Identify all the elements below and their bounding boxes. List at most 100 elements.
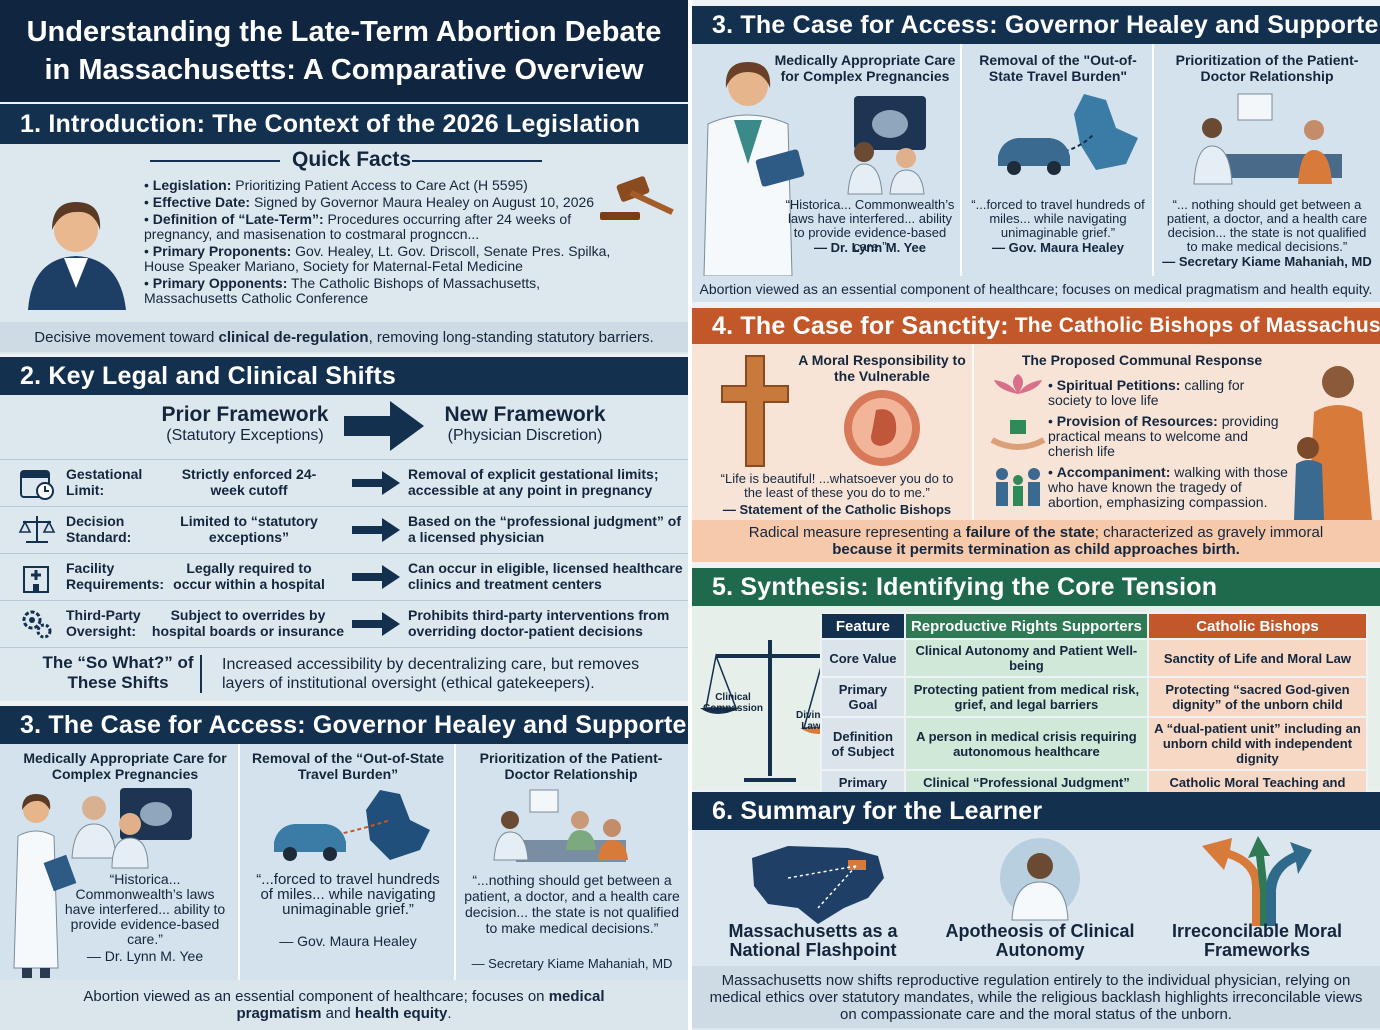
row-label: Third-Party Oversight: xyxy=(66,607,141,639)
diverging-arrows-icon xyxy=(1202,836,1312,926)
section-3-right-panel: Medically Appropriate Care for Complex P… xyxy=(692,44,1380,277)
fact-item: • Definition of “Late-Term”: Procedures … xyxy=(144,211,572,242)
response-list: • Spiritual Petitions: calling for socie… xyxy=(1048,378,1288,510)
fact-item: • Primary Proponents: Gov. Healey, Lt. G… xyxy=(144,243,611,274)
col-quote: “Historica... Commonwealth’s laws have i… xyxy=(785,197,955,254)
col-quote: “... nothing should get between a patien… xyxy=(1166,197,1368,254)
col-author: — Dr. Lynn M. Yee xyxy=(86,948,204,964)
col-title: Medically Appropriate Care for Complex P… xyxy=(774,52,956,84)
row-new: Can occur in eligible, licensed healthca… xyxy=(408,560,683,592)
section-1-heading: 1. Introduction: The Context of the 2026… xyxy=(0,104,688,144)
section-3-right-banner: Abortion viewed as an essential componen… xyxy=(692,276,1380,302)
arrow-icon xyxy=(352,471,400,495)
section-2-heading: 2. Key Legal and Clinical Shifts xyxy=(0,357,688,395)
hands-gift-icon xyxy=(990,420,1046,450)
summary-item: Irreconcilable Moral Frameworks xyxy=(1171,921,1343,960)
arrow-icon xyxy=(352,612,400,636)
father-child-icon xyxy=(1294,366,1372,520)
fact-item: • Primary Opponents: The Catholic Bishop… xyxy=(144,275,541,306)
section-5-heading: 5. Synthesis: Identifying the Core Tensi… xyxy=(692,568,1380,606)
col-quote: “Historica... Commonwealth’s laws have i… xyxy=(64,871,226,947)
col-author: — Dr. Lynn M. Yee xyxy=(814,240,926,255)
cross-icon xyxy=(721,355,789,467)
table-header: Catholic Bishops xyxy=(1146,612,1369,640)
col-quote: “...nothing should get between a patient… xyxy=(464,872,680,936)
ultrasound-icon xyxy=(847,96,926,195)
section-6-banner: Massachusetts now shifts reproductive re… xyxy=(692,966,1380,1028)
moral-title: A Moral Responsibility to the Vulnerable xyxy=(798,352,966,384)
fact-item: • Legislation: Prioritizing Patient Acce… xyxy=(144,177,528,193)
divider xyxy=(150,160,280,162)
doctor-illustration-icon xyxy=(13,788,192,978)
section-3-heading: 3. The Case for Access: Governor Healey … xyxy=(0,706,688,744)
section-3-panel: Medically Appropriate Care for Complex P… xyxy=(0,744,688,980)
section-3-heading-right: 3. The Case for Access: Governor Healey … xyxy=(692,6,1380,44)
moral-author: — Statement of the Catholic Bishops xyxy=(722,502,952,517)
col-author: — Secretary Kiame Mahaniah, MD xyxy=(471,956,673,971)
arrow-icon xyxy=(352,565,400,589)
row-new: Based on the “professional judgment” of … xyxy=(408,513,682,545)
new-framework-header: New Framework (Physician Discretion) xyxy=(444,403,606,444)
page-title: Understanding the Late-Term Abortion Deb… xyxy=(0,0,688,102)
table-header: Feature xyxy=(820,612,906,640)
section-1-panel: Quick Facts • Legislation: Prioritizing … xyxy=(0,144,688,354)
hospital-icon xyxy=(23,566,49,593)
table-header: Reproductive Rights Supporters xyxy=(903,612,1149,640)
col-author: — Gov. Maura Healey xyxy=(279,933,417,949)
consultation-icon xyxy=(493,789,628,862)
row-prior: Strictly enforced 24-week cutoff xyxy=(181,466,317,498)
col-title: Removal of the "Out-of-State Travel Burd… xyxy=(979,52,1137,84)
col-title: Medically Appropriate Care for Complex P… xyxy=(23,750,227,782)
col-title: Prioritization of the Patient-Doctor Rel… xyxy=(479,750,663,782)
quick-facts-title: Quick Facts xyxy=(292,148,412,171)
doctor-icon xyxy=(1000,838,1080,921)
governor-avatar-icon xyxy=(28,202,126,310)
gears-icon xyxy=(22,610,52,639)
big-arrow-icon xyxy=(344,401,424,451)
col-quote: “...forced to travel hundreds of miles..… xyxy=(256,871,440,918)
summary-item: Apotheosis of Clinical Autonomy xyxy=(945,921,1135,960)
us-map-icon xyxy=(752,846,884,924)
comparison-table: Feature Reproductive Rights Supporters C… xyxy=(820,612,1369,811)
consultation-icon xyxy=(1193,93,1342,185)
table-row: Core Value Clinical Autonomy and Patient… xyxy=(820,638,1369,678)
col-title: Prioritization of the Patient-Doctor Rel… xyxy=(1175,52,1359,84)
section-6-panel: Massachusetts as a National Flashpoint A… xyxy=(692,830,1380,1030)
scales-icon xyxy=(18,516,56,543)
col-author: — Gov. Maura Healey xyxy=(992,240,1124,255)
family-icon xyxy=(996,468,1040,506)
row-new: Removal of explicit gestational limits; … xyxy=(408,466,659,498)
section-5-panel: Clinical Compassion Divine Law Feature R… xyxy=(692,606,1380,811)
response-icons xyxy=(990,374,1046,506)
section-2-panel: Prior Framework (Statutory Exceptions) N… xyxy=(0,395,688,701)
section-4-heading: 4. The Case for Sanctity:The Catholic Bi… xyxy=(692,308,1380,344)
col-quote: “...forced to travel hundreds of miles..… xyxy=(971,197,1145,240)
row-label: Facility Requirements: xyxy=(66,560,165,592)
shift-table: Gestational Limit: Strictly enforced 24-… xyxy=(0,459,688,648)
section-6-heading: 6. Summary for the Learner xyxy=(692,792,1380,830)
car-map-icon xyxy=(998,94,1138,175)
gavel-icon xyxy=(600,176,674,220)
car-map-icon xyxy=(274,790,430,861)
response-item: • Provision of Resources: providing prac… xyxy=(1048,413,1279,459)
divider xyxy=(412,160,542,162)
section-4-banner: Radical measure representing a failure o… xyxy=(692,520,1380,562)
section-3-banner: Abortion viewed as an essential componen… xyxy=(0,980,688,1030)
so-what-label: The “So What?” of These Shifts xyxy=(42,653,194,692)
section-4-panel: A Moral Responsibility to the Vulnerable… xyxy=(692,344,1380,520)
row-prior: Limited to “statutory exceptions” xyxy=(180,513,318,545)
row-label: Decision Standard: xyxy=(66,513,132,545)
row-prior: Subject to overrides by hospital boards … xyxy=(151,607,345,639)
section-1-banner: Decisive movement toward clinical de-reg… xyxy=(0,322,688,352)
moral-quote: “Life is beautiful! ...whatsoever you do… xyxy=(720,471,954,500)
scale-left-label: Clinical Compassion xyxy=(702,692,763,714)
scale-right-label: Divine Law xyxy=(795,710,826,732)
row-prior: Legally required to occur within a hospi… xyxy=(173,560,325,592)
right-column: 3. The Case for Access: Governor Healey … xyxy=(692,0,1380,1030)
doctor-woman-icon xyxy=(703,62,805,277)
response-item: • Accompaniment: walking with those who … xyxy=(1048,464,1288,510)
row-label: Gestational Limit: xyxy=(66,466,143,498)
so-what-text: Increased accessibility by decentralizin… xyxy=(222,656,640,692)
arrow-icon xyxy=(352,518,400,542)
left-column: Understanding the Late-Term Abortion Deb… xyxy=(0,0,688,1030)
